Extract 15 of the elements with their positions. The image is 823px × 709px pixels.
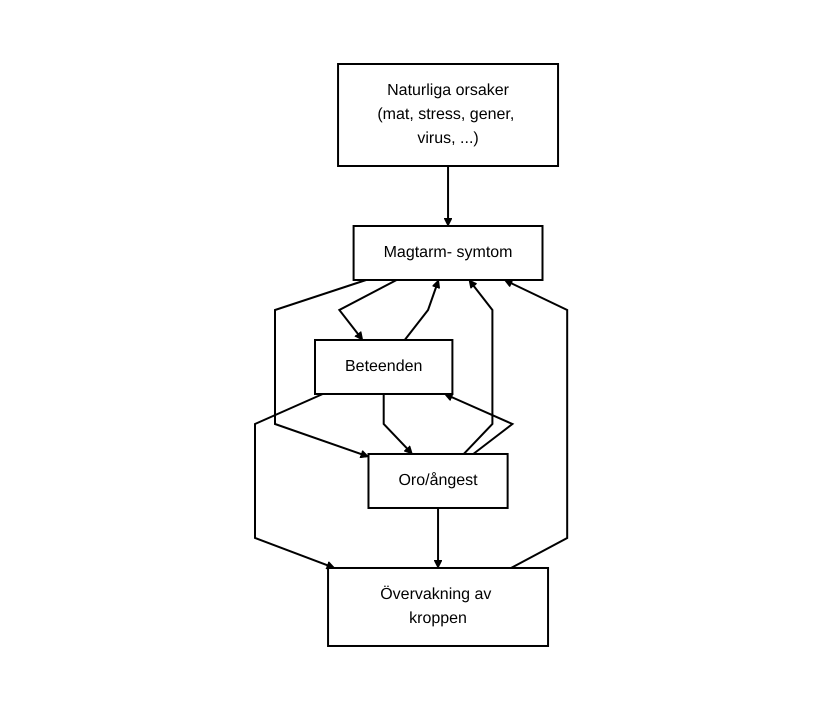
- arrow: [463, 279, 494, 454]
- arrow: [404, 279, 440, 340]
- arrow: [444, 166, 453, 226]
- node-box: Beteenden: [314, 338, 454, 394]
- arrow: [274, 278, 370, 458]
- arrow: [444, 392, 515, 454]
- arrow: [504, 278, 569, 568]
- arrow: [338, 278, 398, 340]
- arrow: [254, 392, 336, 569]
- node-box: Övervakning av kroppen: [327, 566, 550, 646]
- node-box: Oro/ångest: [368, 452, 510, 508]
- node-box: Naturliga orsaker (mat, stress, gener, virus, ...): [337, 62, 560, 166]
- arrow: [434, 508, 443, 568]
- arrow: [383, 394, 414, 454]
- node-box: Magtarm- symtom: [353, 224, 544, 280]
